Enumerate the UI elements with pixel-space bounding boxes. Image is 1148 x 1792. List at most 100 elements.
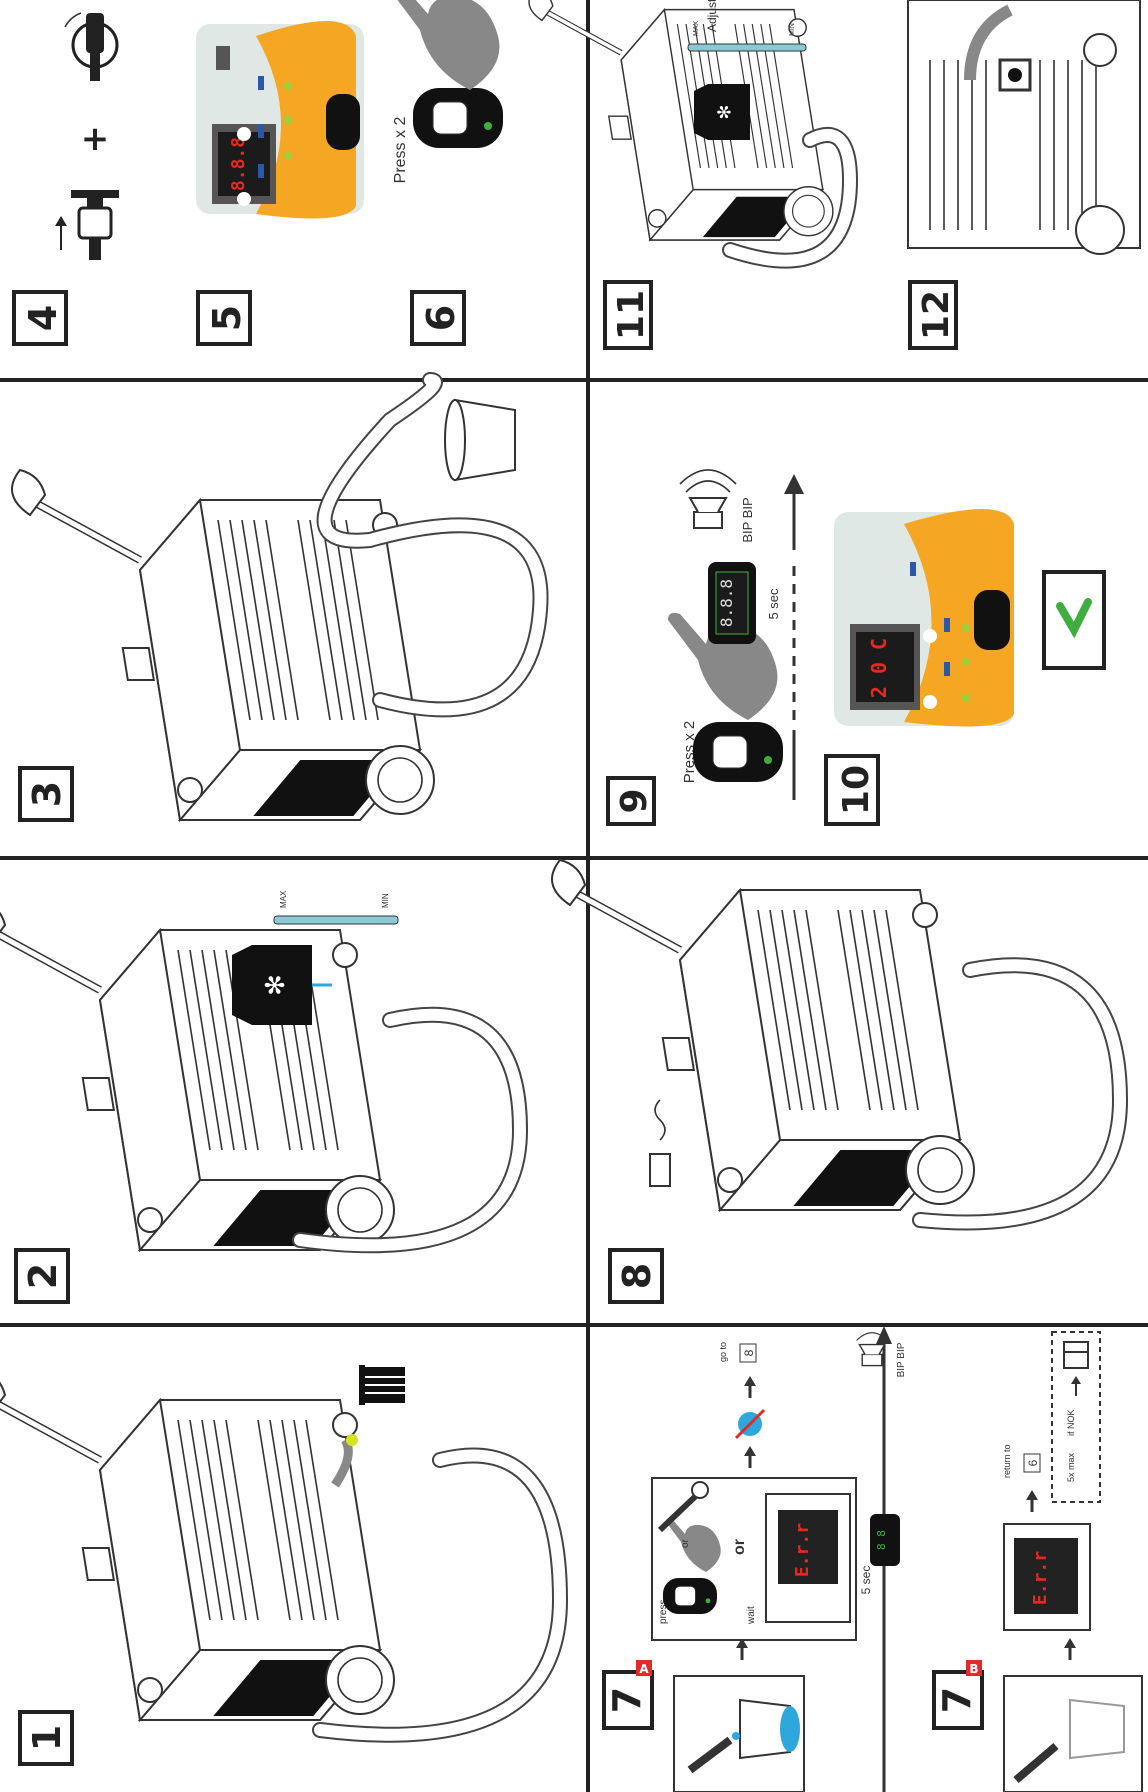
remote-display-step9: 8.8.8 bbox=[708, 562, 756, 644]
svg-text:wait: wait bbox=[746, 1606, 757, 1625]
svg-text:E.r.r: E.r.r bbox=[792, 1523, 813, 1577]
machine-rear-detail bbox=[907, 0, 1141, 255]
coolant-can-icon: ✻ bbox=[232, 945, 332, 1025]
svg-text:BIP BIP: BIP BIP bbox=[896, 1342, 907, 1377]
svg-text:go to: go to bbox=[718, 1342, 728, 1362]
welding-machine bbox=[0, 1370, 394, 1720]
step-label-11: 11 bbox=[603, 280, 653, 350]
remote-cable-icon bbox=[649, 1099, 671, 1187]
panel-step-3: 3 bbox=[12, 372, 549, 822]
remote-control-icon bbox=[412, 87, 504, 149]
svg-text:10: 10 bbox=[836, 765, 877, 815]
svg-text:2: 2 bbox=[21, 1263, 65, 1289]
step-label-7a: 7 A bbox=[602, 1660, 654, 1730]
step-label-10: 10 bbox=[824, 754, 880, 826]
control-panel-step5: 8.8.8 bbox=[196, 21, 364, 219]
welding-machine bbox=[0, 900, 394, 1250]
svg-text:Press x 2: Press x 2 bbox=[392, 117, 409, 184]
svg-text:3: 3 bbox=[25, 781, 69, 807]
svg-text:✻: ✻ bbox=[260, 974, 290, 996]
control-panel-step10: 2 0 C bbox=[834, 509, 1014, 727]
svg-text:8: 8 bbox=[615, 1263, 659, 1289]
power-switch-icon bbox=[64, 12, 119, 81]
svg-text:5x max: 5x max bbox=[1066, 1452, 1076, 1482]
options-box-7a: press or or wait E.r.r bbox=[651, 1477, 857, 1641]
svg-text:BIP BIP: BIP BIP bbox=[740, 497, 755, 542]
bucket-fill-7a bbox=[673, 1675, 805, 1792]
svg-text:Adjust: Adjust bbox=[705, 0, 719, 32]
svg-text:E.r.r: E.r.r bbox=[1030, 1551, 1051, 1605]
svg-text:9: 9 bbox=[614, 788, 655, 813]
timeline-arrow-7: 5 sec 8 8 BIP BIP bbox=[856, 1326, 907, 1792]
svg-text:A: A bbox=[639, 1662, 649, 1676]
svg-text:B: B bbox=[969, 1662, 978, 1676]
svg-text:8.8.8: 8.8.8 bbox=[228, 137, 249, 191]
step-label-8: 8 bbox=[608, 1248, 664, 1304]
step-label-4: 4 bbox=[12, 290, 68, 346]
svg-text:Press x 2: Press x 2 bbox=[681, 721, 698, 784]
step-label-12: 12 bbox=[908, 280, 958, 350]
svg-text:5: 5 bbox=[205, 305, 249, 331]
buzzer-icon bbox=[679, 469, 737, 529]
panel-steps-11-12: 11 12 ✻ MAX MIN Adjust bbox=[529, 0, 1141, 350]
svg-text:8.8.8: 8.8.8 bbox=[717, 579, 736, 627]
panel-step-8: 8 bbox=[552, 860, 1129, 1304]
step-label-9: 9 bbox=[606, 776, 656, 826]
bucket-7b bbox=[1003, 1675, 1143, 1792]
panel-steps-9-10: 9 10 5 sec Press x 2 8.8.8 BIP BIP bbox=[606, 469, 1106, 826]
svg-text:8 8: 8 8 bbox=[875, 1530, 888, 1550]
step-label-2: 2 bbox=[14, 1248, 70, 1304]
svg-text:7: 7 bbox=[935, 1687, 979, 1713]
svg-text:or: or bbox=[680, 1538, 691, 1548]
remote-display-step7: 8 8 bbox=[870, 1514, 900, 1566]
svg-text:8: 8 bbox=[742, 1349, 756, 1356]
remote-press-step6: Press x 2 bbox=[390, 0, 504, 184]
svg-text:MAX: MAX bbox=[279, 890, 288, 908]
return-to-step-box: 6 bbox=[1023, 1453, 1041, 1473]
cap-icon bbox=[346, 1434, 358, 1446]
check-icon bbox=[1042, 570, 1106, 670]
step-label-7b: 7 B bbox=[932, 1660, 984, 1730]
timeline-arrow: 5 sec bbox=[766, 474, 804, 800]
return-arrow-icon bbox=[1071, 1376, 1081, 1396]
coolant-level-adjust: MAX MIN Adjust bbox=[687, 0, 807, 52]
svg-text:or: or bbox=[731, 1539, 748, 1555]
plus-sign: + bbox=[81, 119, 110, 159]
step-label-3: 3 bbox=[18, 766, 74, 822]
svg-text:1: 1 bbox=[25, 1725, 69, 1751]
welding-machine bbox=[12, 470, 434, 820]
welding-machine bbox=[529, 0, 833, 240]
retry-loop-box: 5x max if NOK bbox=[1051, 1331, 1101, 1503]
machine-mini-icon bbox=[1063, 1341, 1089, 1369]
welding-machine bbox=[552, 860, 974, 1210]
svg-text:✻: ✻ bbox=[714, 104, 734, 119]
svg-text:if NOK: if NOK bbox=[1066, 1409, 1076, 1436]
plug-icon bbox=[55, 190, 119, 260]
step-label-6: 6 bbox=[410, 290, 466, 346]
coolant-level-gauge: MAX MIN bbox=[273, 890, 399, 925]
svg-text:5 sec: 5 sec bbox=[766, 588, 781, 620]
remote-control-icon bbox=[692, 721, 784, 783]
svg-text:4: 4 bbox=[21, 305, 65, 331]
hand-press-icon bbox=[390, 0, 500, 90]
remote-control-icon bbox=[662, 1577, 718, 1615]
svg-text:MIN: MIN bbox=[789, 23, 796, 36]
svg-text:MIN: MIN bbox=[381, 893, 390, 908]
svg-text:return to: return to bbox=[1002, 1444, 1012, 1478]
svg-text:2 0 C: 2 0 C bbox=[867, 638, 891, 698]
panel-steps-4-5-6: 4 5 6 + bbox=[12, 0, 504, 346]
panel-step-1: 1 bbox=[0, 1365, 569, 1766]
svg-text:press: press bbox=[658, 1600, 669, 1624]
go-to-step-box: 8 bbox=[739, 1343, 757, 1363]
buzzer-icon bbox=[856, 1332, 888, 1367]
svg-text:12: 12 bbox=[916, 290, 957, 340]
bucket-icon bbox=[444, 398, 516, 482]
display-box-7b: E.r.r bbox=[1003, 1523, 1091, 1631]
svg-text:6: 6 bbox=[419, 305, 463, 331]
svg-text:MAX: MAX bbox=[693, 21, 700, 37]
svg-text:7: 7 bbox=[605, 1687, 649, 1713]
step-label-5: 5 bbox=[196, 290, 252, 346]
trash-bin-icon bbox=[359, 1365, 405, 1405]
svg-text:6: 6 bbox=[1026, 1459, 1040, 1466]
